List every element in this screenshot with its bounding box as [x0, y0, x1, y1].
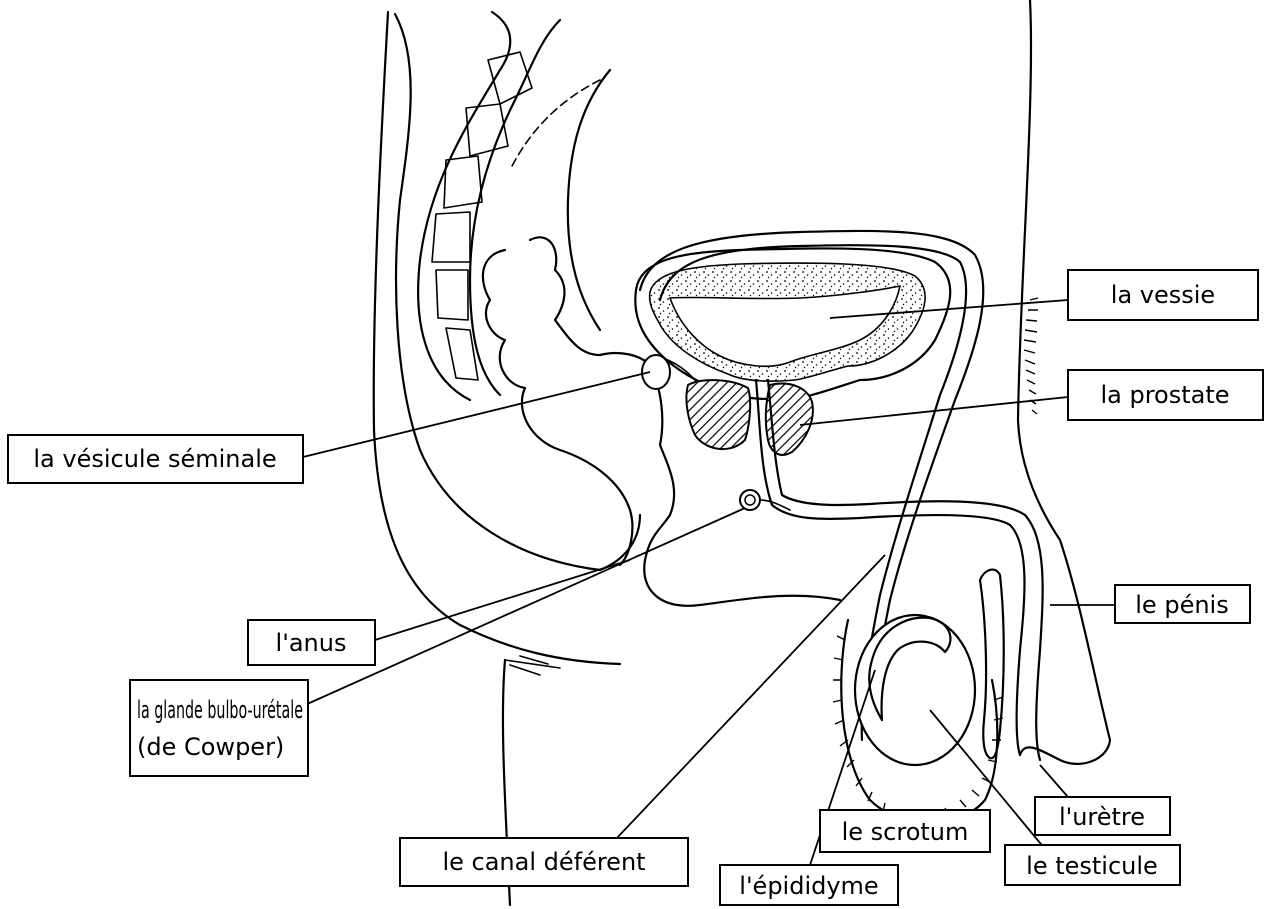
label-prostate-text: la prostate — [1100, 381, 1229, 409]
label-penis-text: le pénis — [1135, 591, 1228, 619]
label-testicule-text: le testicule — [1026, 852, 1158, 880]
label-scrotum: le scrotum — [820, 810, 990, 852]
label-canal: le canal déférent — [400, 838, 688, 886]
sacrum-vertebrae — [418, 12, 610, 400]
label-vessie: la vessie — [1068, 270, 1258, 320]
leader-prostate — [800, 397, 1068, 425]
leader-glande — [305, 508, 745, 705]
pubic-hair — [1024, 298, 1038, 414]
label-penis: le pénis — [1115, 585, 1250, 623]
label-vesicule: la vésicule séminale — [8, 435, 303, 483]
seminal-vesicle — [642, 355, 670, 389]
label-canal-text: le canal déférent — [442, 848, 645, 876]
label-glande-line1: la glande bulbo-urétale — [137, 696, 303, 724]
label-anus-text: l'anus — [276, 629, 347, 657]
leader-anus — [375, 560, 630, 640]
label-testicule: le testicule — [1005, 845, 1180, 885]
label-vessie-text: la vessie — [1111, 281, 1215, 309]
label-anus: l'anus — [248, 620, 375, 665]
label-glande-line2: (de Cowper) — [137, 733, 284, 761]
label-epididyme: l'épididyme — [720, 865, 898, 905]
label-prostate: la prostate — [1068, 370, 1263, 420]
label-vesicule-text: la vésicule séminale — [33, 445, 276, 473]
leader-vesicule — [303, 372, 650, 457]
prostate-gland — [686, 380, 812, 455]
bladder — [635, 248, 950, 399]
label-uretre: l'urètre — [1035, 797, 1170, 835]
label-uretre-text: l'urètre — [1059, 803, 1145, 831]
label-glande: la glande bulbo-urétale (de Cowper) — [130, 680, 308, 776]
label-scrotum-text: le scrotum — [842, 818, 969, 846]
label-epididyme-text: l'épididyme — [739, 872, 878, 900]
